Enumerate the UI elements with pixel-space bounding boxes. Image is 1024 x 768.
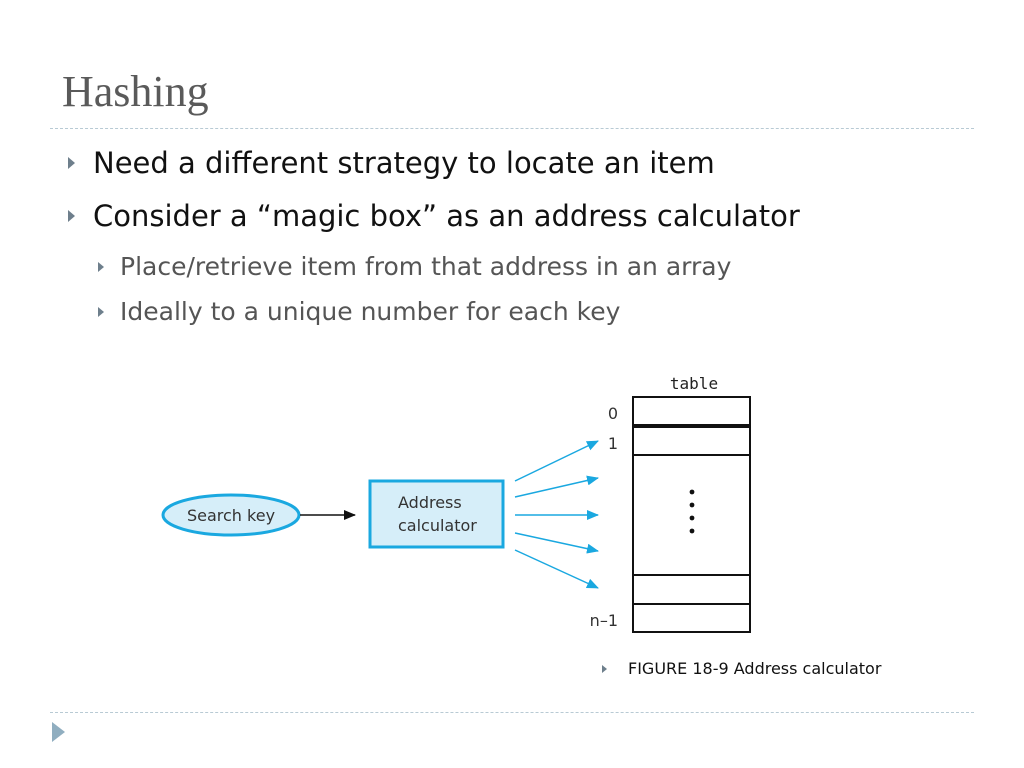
output-arrow bbox=[514, 440, 599, 482]
sub-bullet-text: Ideally to a unique number for each key bbox=[120, 297, 621, 326]
table-label: table bbox=[670, 374, 718, 393]
index-1-label: 1 bbox=[608, 434, 618, 453]
index-0-label: 0 bbox=[608, 404, 618, 423]
bullet-text: Consider a “magic box” as an address cal… bbox=[93, 199, 800, 233]
figure-caption: FIGURE 18-9 Address calculator bbox=[602, 659, 881, 678]
table-cell bbox=[632, 426, 751, 456]
bullet-item: Need a different strategy to locate an i… bbox=[68, 146, 715, 180]
slide-title: Hashing bbox=[62, 67, 209, 116]
footer-divider bbox=[50, 712, 974, 713]
table-cell bbox=[632, 574, 751, 605]
table-cell bbox=[632, 603, 751, 633]
bullet-arrow-icon bbox=[98, 306, 104, 317]
ellipsis-dots bbox=[689, 489, 695, 534]
caption-text: FIGURE 18-9 Address calculator bbox=[628, 659, 882, 678]
caption-arrow-icon bbox=[602, 664, 607, 673]
address-calculator-box bbox=[368, 479, 505, 549]
sub-bullet-item: Place/retrieve item from that address in… bbox=[98, 252, 731, 281]
bullet-arrow-icon bbox=[68, 157, 75, 169]
index-n-minus-1-label: n–1 bbox=[590, 611, 618, 630]
ellipsis-dot bbox=[689, 515, 695, 521]
output-arrow bbox=[514, 549, 599, 589]
hash-table bbox=[632, 396, 751, 633]
sub-bullet-item: Ideally to a unique number for each key bbox=[98, 297, 620, 326]
bullet-text: Need a different strategy to locate an i… bbox=[93, 146, 715, 180]
calculator-label-line1: Address bbox=[398, 493, 462, 512]
table-middle-block bbox=[632, 454, 751, 576]
title-divider bbox=[50, 128, 974, 129]
ellipsis-dot bbox=[689, 528, 695, 534]
corner-arrow-icon bbox=[52, 722, 65, 742]
calculator-label-line2: calculator bbox=[398, 516, 477, 535]
bullet-arrow-icon bbox=[98, 261, 104, 272]
table-cell bbox=[632, 396, 751, 426]
bullet-arrow-icon bbox=[68, 210, 75, 222]
search-key-ellipse bbox=[161, 493, 301, 537]
search-key-label: Search key bbox=[187, 506, 275, 525]
sub-bullet-text: Place/retrieve item from that address in… bbox=[120, 252, 732, 281]
ellipsis-dot bbox=[689, 502, 695, 508]
bullet-item: Consider a “magic box” as an address cal… bbox=[68, 199, 800, 233]
output-arrow bbox=[514, 475, 599, 498]
output-arrow bbox=[514, 532, 599, 554]
ellipsis-dot bbox=[689, 489, 695, 495]
